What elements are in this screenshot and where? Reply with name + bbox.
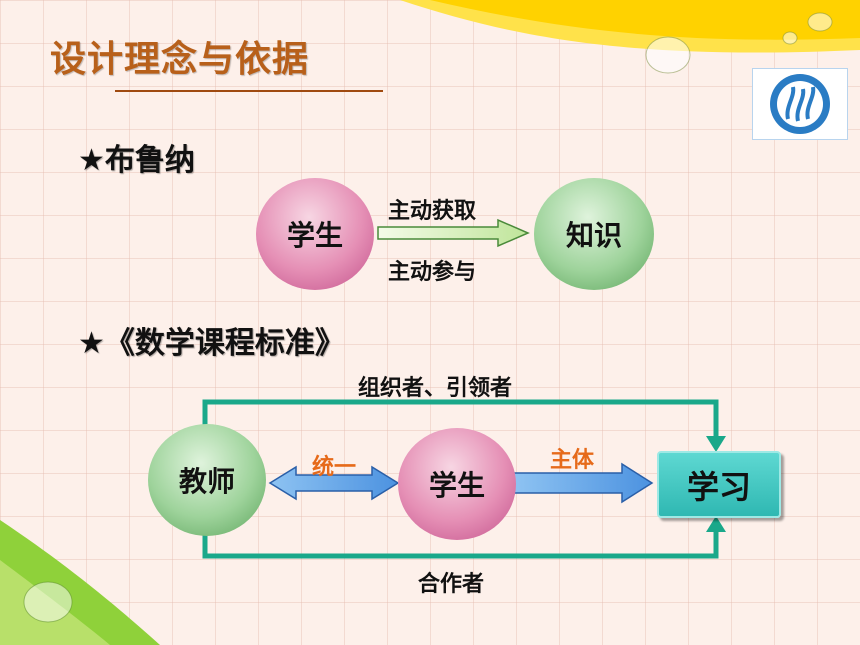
arrow-top-label: 主动获取 (388, 199, 477, 224)
learning-label: 学习 (686, 467, 751, 506)
knowledge-label: 知识 (565, 219, 622, 252)
school-logo (752, 68, 848, 140)
teacher-label: 教师 (178, 465, 235, 498)
logo-emblem-icon (770, 74, 830, 134)
teacher-circle: 教师 (148, 424, 266, 536)
student-label-2: 学生 (428, 469, 485, 502)
student-label-1: 学生 (286, 219, 343, 252)
student-circle-2: 学生 (398, 428, 516, 540)
section1-heading: ★布鲁纳 (78, 143, 195, 178)
student-circle-1: 学生 (256, 178, 374, 290)
title-underline (115, 90, 383, 92)
arrow-bottom-label: 主动参与 (388, 260, 477, 285)
subject-label: 主体 (550, 448, 595, 473)
section2-heading: ★《数学课程标准》 (78, 326, 345, 361)
unify-label: 统一 (312, 455, 357, 480)
learning-box: 学习 (657, 451, 781, 518)
bottom-role-label: 合作者 (418, 572, 485, 597)
top-role-label: 组织者、引领者 (358, 376, 513, 401)
page-title: 设计理念与依据 (50, 39, 310, 80)
knowledge-circle: 知识 (534, 178, 654, 290)
